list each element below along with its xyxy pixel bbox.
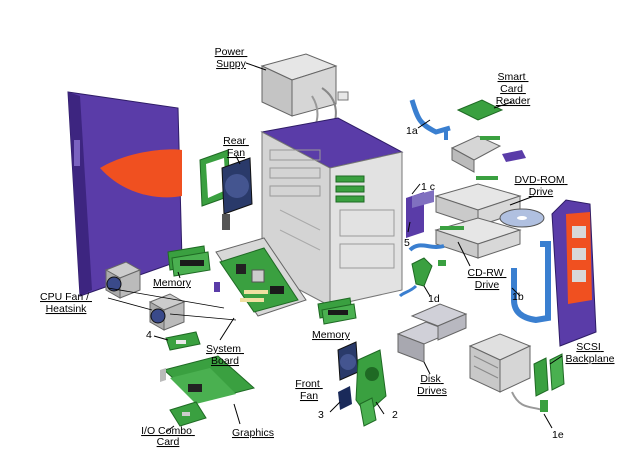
label-dvd-rom-line1: DVD-ROM	[514, 174, 564, 186]
label-disk-drives: Disk Drives	[417, 373, 447, 397]
label-graphics-line1: Graphics	[232, 427, 274, 439]
disk-cage	[468, 333, 532, 393]
callout-1a: 1a	[406, 125, 418, 137]
scsi-backplane	[533, 353, 565, 397]
callout-1e: 1e	[552, 429, 564, 441]
cpu-heatsink-left	[104, 261, 142, 299]
system-board	[214, 237, 307, 317]
disk-drives	[396, 303, 468, 363]
label-cpu-fan-line2: Heatsink	[46, 303, 88, 315]
label-power-supply: Power Suppy	[215, 46, 248, 70]
label-dvd-rom-line2: Drive	[529, 186, 554, 198]
label-io-combo-line1: I/O Combo	[141, 425, 192, 437]
label-rear-fan-line1: Rear	[223, 135, 246, 147]
memory-right	[317, 297, 357, 325]
label-cd-rw-line2: Drive	[475, 279, 500, 291]
callout-1d: 1d	[428, 293, 440, 305]
cd-rw-drive	[434, 217, 522, 259]
label-io-combo: I/O Combo Card	[141, 425, 195, 448]
label-system-board-line2: Board	[211, 355, 239, 367]
label-front-fan-line1: Front	[295, 378, 320, 390]
side-panel	[67, 91, 183, 297]
label-io-combo-line2: Card	[157, 436, 180, 448]
blue-cable	[511, 241, 551, 324]
callout-3: 3	[318, 409, 324, 421]
label-disk-drives-line1: Disk	[420, 373, 441, 385]
callout-1c: 1 c	[421, 181, 435, 193]
graphics-card	[160, 355, 256, 404]
label-smart-card-reader: Smart Card Reader	[496, 71, 531, 107]
label-scsi-line2: Backplane	[565, 353, 614, 365]
label-memory-left-line1: Memory	[153, 277, 192, 289]
label-cd-rw-line1: CD-RW	[468, 267, 504, 279]
label-front-fan: Front Fan	[295, 378, 322, 402]
label-cpu-fan: CPU Fan / Heatsink	[40, 291, 92, 315]
label-smart-card-line1: Smart	[498, 71, 526, 83]
front-fan	[337, 341, 359, 410]
label-memory-left: Memory	[153, 277, 192, 289]
label-cpu-fan-line1: CPU Fan /	[40, 291, 89, 303]
cable-1e	[511, 391, 548, 412]
label-power-supply-line2: Suppy	[216, 58, 247, 70]
chassis	[260, 117, 404, 307]
label-smart-card-line3: Reader	[496, 95, 531, 107]
fan-duct	[355, 349, 387, 427]
label-smart-card-line2: Card	[500, 83, 523, 95]
label-dvd-rom: DVD-ROM Drive	[514, 174, 567, 198]
cable-connector	[398, 257, 446, 298]
label-power-supply-line1: Power	[215, 46, 245, 58]
io-combo-card	[169, 401, 207, 427]
smart-card-reader	[409, 99, 526, 173]
label-cd-rw: CD-RW Drive	[468, 267, 507, 291]
label-system-board: System Board	[206, 343, 244, 367]
callout-2: 2	[392, 409, 398, 421]
label-scsi-line1: SCSI	[576, 341, 601, 353]
label-front-fan-line2: Fan	[300, 390, 318, 402]
callout-5: 5	[404, 237, 410, 249]
rear-fan	[199, 149, 253, 230]
front-bezel	[551, 199, 597, 347]
label-memory-right-line1: Memory	[312, 329, 351, 341]
label-system-board-line1: System	[206, 343, 241, 355]
small-card	[165, 331, 201, 351]
label-memory-right: Memory	[312, 329, 351, 341]
callout-4: 4	[146, 329, 152, 341]
label-scsi-backplane: SCSI Backplane	[565, 341, 614, 365]
drive-bracket	[406, 190, 445, 252]
label-disk-drives-line2: Drives	[417, 385, 447, 397]
label-graphics: Graphics	[232, 427, 274, 439]
cpu-heatsink-right	[148, 293, 186, 331]
label-rear-fan-line2: Fan	[227, 147, 245, 159]
callout-1b: 1b	[512, 291, 524, 303]
label-rear-fan: Rear Fan	[223, 135, 249, 159]
memory-left	[167, 245, 211, 277]
